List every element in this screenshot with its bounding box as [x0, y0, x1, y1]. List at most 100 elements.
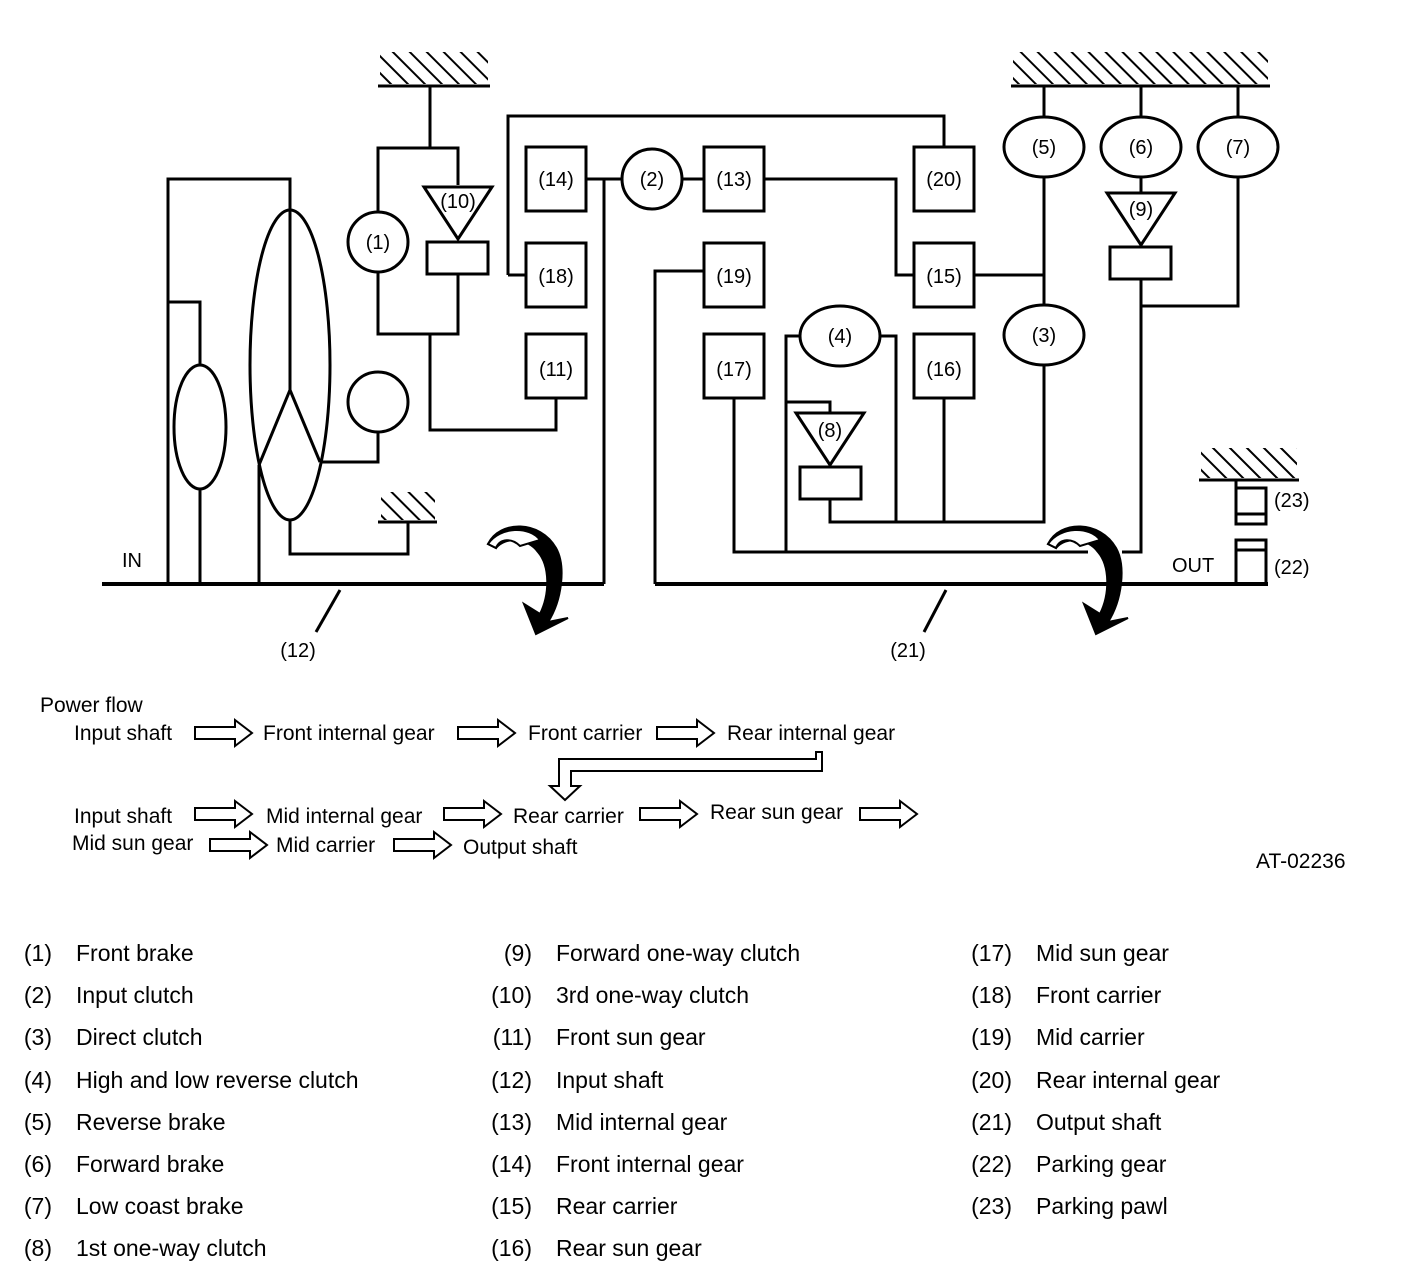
legend-number: (17) — [971, 940, 1012, 966]
legend-name: Front sun gear — [556, 1024, 706, 1051]
legend-number: (7) — [23, 1193, 52, 1220]
torque-converter — [172, 208, 410, 522]
input-clutch-circle — [620, 147, 684, 211]
flow-line1-step4: Rear internal gear — [727, 722, 895, 745]
flow-arrow — [859, 798, 919, 830]
forward-one-way-clutch — [1104, 191, 1178, 281]
legend-number: (3) — [23, 1024, 52, 1051]
ground-hatch-top-right — [1011, 52, 1270, 88]
legend-number: (16) — [491, 1235, 532, 1262]
label-1: (1) — [366, 232, 390, 254]
legend-name: Input shaft — [556, 1066, 664, 1093]
legend-number: (12) — [491, 1066, 532, 1093]
label-11: (11) — [539, 359, 573, 381]
direct-clutch-ellipse — [1002, 303, 1086, 367]
flow-line1-step3: Front carrier — [528, 722, 642, 745]
label-21: (21) — [890, 640, 926, 662]
forward-brake-ellipse — [1099, 115, 1183, 179]
legend-number: (14) — [491, 1151, 532, 1177]
legend-number: (9) — [503, 940, 532, 966]
label-14: (14) — [538, 169, 574, 191]
legend-name: Mid sun gear — [1036, 940, 1169, 966]
flow-arrow — [209, 829, 269, 861]
legend-name: Front internal gear — [556, 1151, 744, 1177]
legend-number: (10) — [491, 982, 532, 1009]
legend-number: (23) — [971, 1193, 1012, 1220]
rotation-arrow-output — [1046, 525, 1129, 636]
mid-carrier-box — [702, 241, 766, 309]
legend-name: Mid carrier — [1036, 1024, 1145, 1051]
legend-name: Parking gear — [1036, 1151, 1167, 1177]
low-coast-brake-ellipse — [1196, 115, 1280, 179]
legend-name: Rear sun gear — [556, 1235, 702, 1262]
front-carrier-box — [524, 241, 588, 309]
front-brake-circle — [346, 210, 410, 274]
flow-arrow — [393, 829, 453, 861]
rear-sun-gear-box — [912, 332, 976, 400]
legend-number: (15) — [491, 1193, 532, 1220]
label-10: (10) — [440, 191, 476, 213]
legend-name: 1st one-way clutch — [76, 1235, 267, 1262]
label-17: (17) — [716, 359, 752, 381]
label-23: (23) — [1274, 490, 1310, 512]
ground-hatch-top-left — [378, 52, 490, 88]
label-13: (13) — [716, 169, 752, 191]
legend-name: Mid internal gear — [556, 1108, 728, 1135]
output-shaft — [655, 582, 1268, 633]
legend-name: 3rd one-way clutch — [556, 982, 750, 1009]
label-7: (7) — [1226, 137, 1250, 159]
legend-number: (21) — [971, 1108, 1012, 1135]
label-15: (15) — [926, 266, 962, 288]
label-16: (16) — [926, 359, 962, 381]
3rd-one-way-clutch — [421, 185, 495, 276]
label-22: (22) — [1274, 557, 1310, 579]
legend-number: (13) — [491, 1108, 532, 1135]
component-legend: (1)Front brake(2)Input clutch(3)Direct c… — [0, 930, 1408, 1270]
flow-arrow — [639, 798, 699, 830]
flow-arrow — [194, 717, 254, 749]
flow-line3-step2: Mid carrier — [276, 834, 375, 857]
flow-line2-step2: Mid internal gear — [266, 805, 422, 828]
rear-internal-gear-box — [912, 145, 976, 213]
power-flow: Power flow Input shaft Front internal ge… — [40, 694, 919, 861]
legend-name: Forward brake — [76, 1151, 225, 1177]
legend-number: (22) — [971, 1151, 1012, 1177]
legend-number: (18) — [971, 982, 1012, 1009]
legend-number: (8) — [23, 1235, 52, 1262]
legend-name: High and low reverse clutch — [76, 1066, 359, 1093]
power-flow-title: Power flow — [40, 694, 144, 717]
legend-name: Parking pawl — [1036, 1193, 1168, 1220]
legend-name: Front carrier — [1036, 982, 1162, 1009]
flow-arrow — [443, 798, 503, 830]
legend-number: (11) — [492, 1024, 532, 1051]
legend-number: (4) — [23, 1066, 52, 1093]
legend-name: Rear carrier — [556, 1193, 678, 1220]
flow-line3-step1: Mid sun gear — [72, 832, 193, 855]
label-20: (20) — [926, 169, 962, 191]
legend-name: Forward one-way clutch — [556, 940, 801, 966]
reverse-brake-ellipse — [1002, 115, 1086, 179]
high-low-reverse-clutch-ellipse — [798, 304, 882, 368]
legend-number: (20) — [971, 1066, 1012, 1093]
label-19: (19) — [716, 266, 752, 288]
figure-id: AT-02236 — [1256, 850, 1346, 873]
flow-line1-step2: Front internal gear — [263, 722, 435, 745]
legend-name: Reverse brake — [76, 1108, 226, 1135]
input-shaft — [102, 582, 604, 633]
front-internal-gear-box — [524, 145, 588, 213]
label-12: (12) — [280, 640, 316, 662]
flow-arrow-return — [547, 751, 823, 802]
flow-line3-step3: Output shaft — [463, 836, 578, 859]
legend-number: (2) — [23, 982, 52, 1009]
mid-sun-gear-box — [702, 332, 766, 400]
connection-lines — [166, 86, 1240, 584]
legend-name: Rear internal gear — [1036, 1066, 1221, 1093]
legend-number: (5) — [23, 1108, 52, 1135]
flow-line2-step4: Rear sun gear — [710, 801, 843, 824]
in-label: IN — [122, 550, 142, 572]
flow-arrow — [457, 717, 517, 749]
label-6: (6) — [1129, 137, 1153, 159]
flow-arrow — [656, 717, 716, 749]
flow-line2-step1: Input shaft — [74, 805, 172, 828]
label-5: (5) — [1032, 137, 1056, 159]
